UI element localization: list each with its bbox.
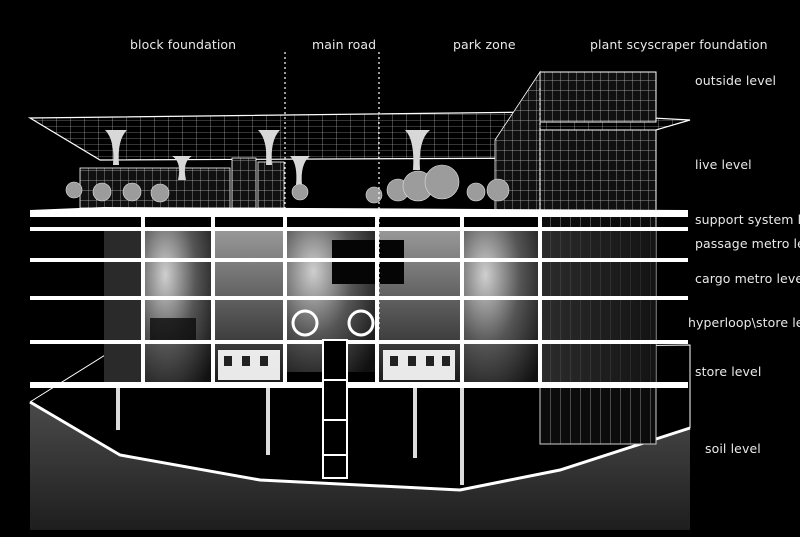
tree-columns: [105, 130, 430, 185]
label-plant-foundation: plant scyscraper foundation: [590, 37, 768, 52]
level-store: store level: [695, 364, 762, 379]
skyscraper-lower: [539, 129, 657, 213]
foundation-piles: [116, 388, 464, 485]
skyscraper-upper: [539, 71, 657, 123]
level-hyperloop-store: hyperloop\store level: [688, 315, 800, 330]
trees: [65, 164, 510, 204]
level-outside: outside level: [695, 73, 777, 88]
hyperloop-tube-right: [347, 309, 375, 337]
hyperloop-tube-left: [291, 309, 319, 337]
foundation-shaft: [322, 339, 348, 479]
soil-outline: [29, 400, 691, 492]
label-park-zone: park zone: [453, 37, 516, 52]
bay-left: [145, 228, 213, 384]
level-cargo-metro: cargo metro level: [695, 271, 800, 286]
level-soil: soil level: [705, 441, 761, 456]
guide-lines: [284, 52, 541, 330]
level-slabs: [30, 207, 688, 388]
level-support: support system level: [695, 212, 800, 227]
level-passage-metro: passage metro level: [695, 236, 800, 251]
label-block-foundation: block foundation: [130, 37, 237, 52]
label-main-road: main road: [312, 37, 377, 52]
soil-mass: [30, 402, 690, 530]
level-live: live level: [695, 157, 752, 172]
